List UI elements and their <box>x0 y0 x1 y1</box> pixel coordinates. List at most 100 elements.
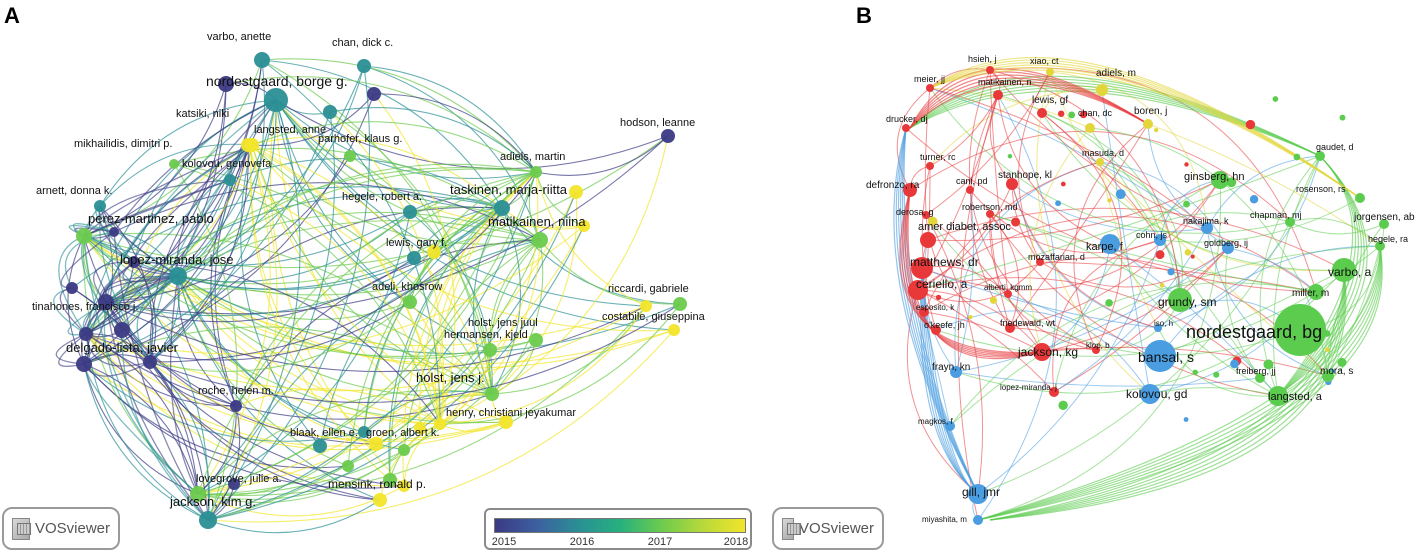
author-node[interactable] <box>1107 198 1112 203</box>
author-node[interactable] <box>254 52 270 68</box>
author-node[interactable] <box>931 325 941 335</box>
author-node[interactable] <box>403 295 417 309</box>
author-node[interactable] <box>1167 268 1175 276</box>
author-node[interactable] <box>1154 234 1166 246</box>
author-node[interactable] <box>1192 369 1198 376</box>
author-node[interactable] <box>1263 359 1274 370</box>
author-node[interactable] <box>79 327 93 341</box>
author-node[interactable] <box>1168 288 1192 312</box>
author-node[interactable] <box>224 174 236 186</box>
author-node[interactable] <box>398 444 410 456</box>
author-node[interactable] <box>1100 234 1120 254</box>
author-node[interactable] <box>1096 84 1108 96</box>
author-node[interactable] <box>344 150 356 162</box>
author-node[interactable] <box>989 296 998 304</box>
author-node[interactable] <box>342 460 354 472</box>
author-node[interactable] <box>1140 384 1160 404</box>
author-node[interactable] <box>922 211 930 219</box>
author-node[interactable] <box>403 205 417 219</box>
author-node[interactable] <box>369 437 383 451</box>
author-node[interactable] <box>911 257 933 279</box>
author-node[interactable] <box>199 511 217 529</box>
author-node[interactable] <box>499 415 513 429</box>
author-node[interactable] <box>358 426 370 438</box>
author-node[interactable] <box>1184 162 1189 167</box>
author-node[interactable] <box>1249 195 1259 204</box>
author-node[interactable] <box>920 232 936 248</box>
author-node[interactable] <box>76 356 92 372</box>
author-node[interactable] <box>228 478 240 490</box>
author-node[interactable] <box>578 220 590 232</box>
author-node[interactable] <box>398 480 410 492</box>
author-node[interactable] <box>230 400 242 412</box>
author-node[interactable] <box>926 84 934 92</box>
author-node[interactable] <box>1375 241 1385 251</box>
author-node[interactable] <box>673 297 687 311</box>
author-node[interactable] <box>1079 110 1088 119</box>
author-node[interactable] <box>1308 284 1324 300</box>
author-node[interactable] <box>968 314 973 320</box>
author-node[interactable] <box>986 66 994 74</box>
author-node[interactable] <box>427 245 441 259</box>
author-node[interactable] <box>1222 242 1234 254</box>
author-node[interactable] <box>986 210 994 218</box>
author-node[interactable] <box>407 251 421 265</box>
author-node[interactable] <box>1245 119 1256 130</box>
author-node[interactable] <box>1144 340 1176 372</box>
author-node[interactable] <box>1011 217 1021 227</box>
author-node[interactable] <box>919 307 929 317</box>
author-node[interactable] <box>640 300 652 312</box>
author-node[interactable] <box>945 421 955 431</box>
author-node[interactable] <box>1006 178 1018 190</box>
author-node[interactable] <box>1085 123 1095 133</box>
author-node[interactable] <box>218 76 234 92</box>
author-node[interactable] <box>973 515 983 525</box>
author-node[interactable] <box>323 105 337 119</box>
author-node[interactable] <box>1058 400 1068 411</box>
author-node[interactable] <box>1201 222 1213 234</box>
author-node[interactable] <box>367 87 381 101</box>
author-node[interactable] <box>98 294 114 310</box>
author-node[interactable] <box>532 232 548 248</box>
author-node[interactable] <box>1007 153 1013 159</box>
author-node[interactable] <box>926 162 934 170</box>
author-node[interactable] <box>1055 200 1061 207</box>
author-node[interactable] <box>1060 181 1066 187</box>
author-node[interactable] <box>1315 151 1325 161</box>
author-node[interactable] <box>530 166 542 178</box>
author-node[interactable] <box>483 343 497 357</box>
author-node[interactable] <box>529 333 543 347</box>
author-node[interactable] <box>1184 249 1192 256</box>
author-node[interactable] <box>169 267 187 285</box>
author-node[interactable] <box>1332 258 1356 282</box>
author-node[interactable] <box>264 88 288 112</box>
author-node[interactable] <box>1255 373 1265 383</box>
author-node[interactable] <box>1105 299 1113 307</box>
author-node[interactable] <box>485 387 499 401</box>
author-node[interactable] <box>908 280 928 300</box>
author-node[interactable] <box>66 282 78 294</box>
author-node[interactable] <box>434 418 446 430</box>
author-node[interactable] <box>1285 217 1295 227</box>
author-node[interactable] <box>1159 282 1165 288</box>
author-node[interactable] <box>76 228 92 244</box>
author-node[interactable] <box>1033 343 1051 361</box>
author-node[interactable] <box>245 138 259 152</box>
author-node[interactable] <box>1274 304 1326 356</box>
author-node[interactable] <box>1004 290 1012 298</box>
author-node[interactable] <box>114 322 130 338</box>
author-node[interactable] <box>1096 158 1104 166</box>
author-node[interactable] <box>1272 96 1279 102</box>
author-node[interactable] <box>128 256 140 268</box>
author-node[interactable] <box>950 366 962 378</box>
author-node[interactable] <box>1322 370 1334 382</box>
author-node[interactable] <box>1036 258 1044 266</box>
author-node[interactable] <box>143 355 157 369</box>
author-node[interactable] <box>1325 347 1330 352</box>
author-node[interactable] <box>1337 357 1347 367</box>
author-node[interactable] <box>373 493 387 507</box>
author-node[interactable] <box>1211 171 1229 189</box>
author-node[interactable] <box>1115 189 1126 200</box>
author-node[interactable] <box>313 439 327 453</box>
